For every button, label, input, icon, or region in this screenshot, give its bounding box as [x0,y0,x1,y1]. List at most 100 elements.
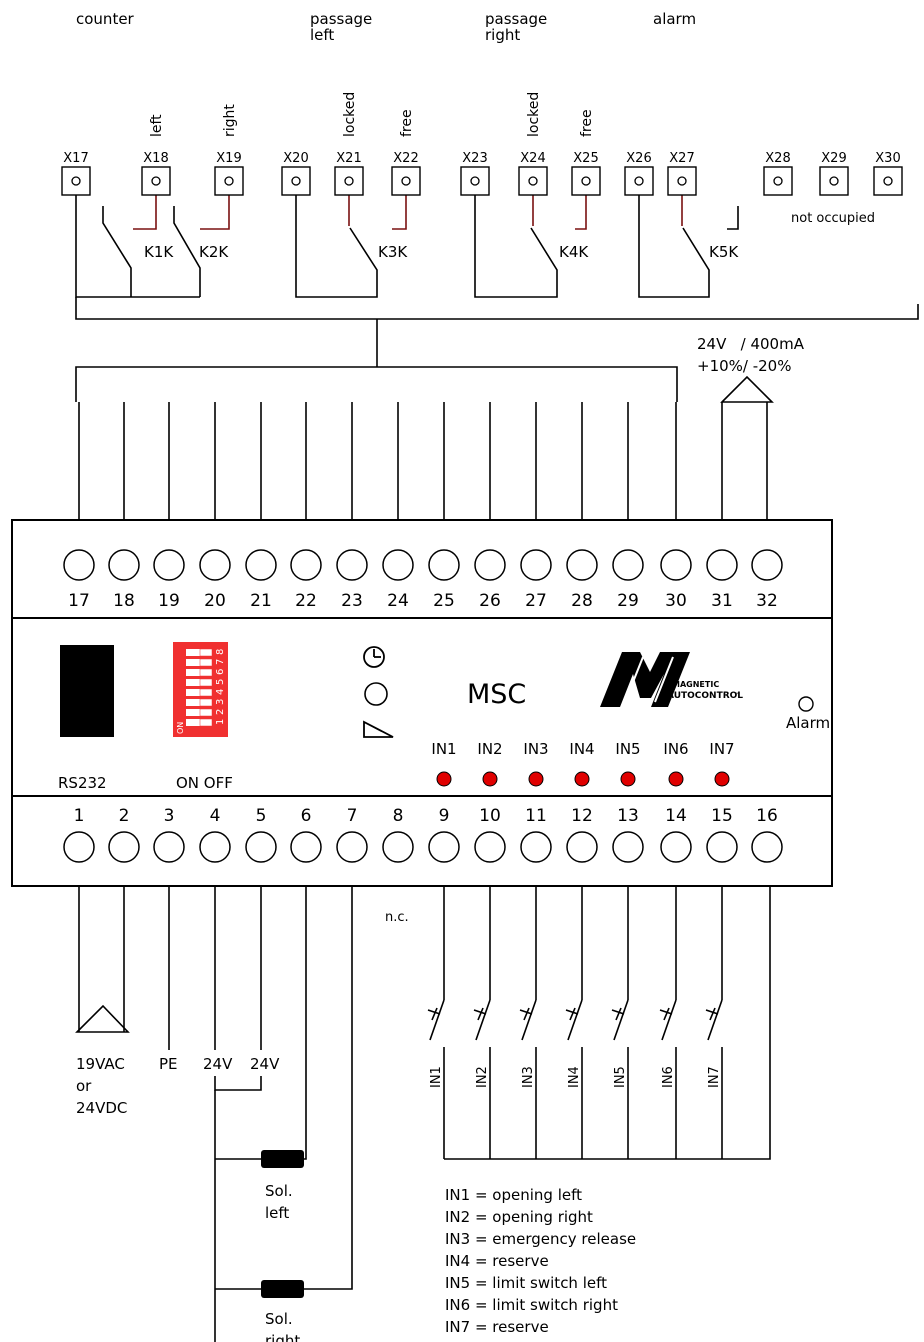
terminal-12 [566,831,598,863]
terminal-27-number: 27 [525,591,547,611]
wire-k4k [474,195,558,298]
terminal-screw [224,176,234,186]
terminal-x21-id: X21 [336,151,361,166]
solenoid-left [261,1150,304,1168]
switch-actuator-4 [565,1007,579,1021]
group-alarm: alarm [653,10,696,28]
terminal-x30 [873,166,903,196]
switch-actuator-2 [473,1007,487,1021]
wiring-lines [75,195,919,1342]
timer-icon [363,646,385,668]
dip-number-7: 7 [215,659,226,665]
dip-number-5: 5 [215,679,226,685]
legend-item-2: IN2 = opening right [445,1208,593,1226]
input-led-label-5: IN5 [615,740,640,758]
terminal-17 [63,549,95,581]
relay-k2k: K2K [199,243,229,261]
terminal-14 [660,831,692,863]
terminal-screw [470,176,480,186]
wire-k2k-contact [173,206,201,297]
terminal-x26 [624,166,654,196]
wire-top-bus [75,297,919,320]
terminal-24-number: 24 [387,591,409,611]
input-led-1 [436,771,452,787]
terminal-screw [883,176,893,186]
logo-tm: ™ [734,692,740,699]
terminal-10-number: 10 [479,806,501,826]
terminal-11 [520,831,552,863]
dip-slot-3 [199,698,213,707]
sol-left-1: Sol. [265,1182,293,1200]
wire-sol-right-b [304,886,353,1290]
dip-slot-4 [199,688,213,697]
terminal-7-number: 7 [347,806,358,826]
terminal-x24-id: X24 [520,151,545,166]
pe-label: PE [159,1055,178,1073]
terminal-screw [291,176,301,186]
terminal-x24-function: locked [526,92,542,137]
terminal-x29 [819,166,849,196]
input-led-5 [620,771,636,787]
wire-input-common [444,886,771,1160]
legend-item-7: IN7 = reserve [445,1318,549,1336]
terminal-x28 [763,166,793,196]
terminal-5-number: 5 [256,806,267,826]
terminal-8 [382,831,414,863]
dip-number-3: 3 [215,699,226,705]
sol-right-1: Sol. [265,1310,293,1328]
timer-ramp-icon [363,720,394,738]
terminal-x20-id: X20 [283,151,308,166]
input-led-label-2: IN2 [477,740,502,758]
terminal-x21-function: locked [342,92,358,137]
input-led-label-7: IN7 [709,740,734,758]
dip-slider-5 [186,679,200,686]
terminal-x21 [334,166,364,196]
model-label: MSC [467,679,526,710]
terminal-18-number: 18 [113,591,135,611]
supply-top-line1: 24V / 400mA [697,335,805,353]
terminal-screw [401,176,411,186]
terminal-27 [520,549,552,581]
dip-slider-1 [186,719,200,726]
legend-item-4: IN4 = reserve [445,1252,549,1270]
relay-contact-lines [133,195,683,230]
input-led-2 [482,771,498,787]
alarm-label: Alarm [786,714,830,732]
switch-contact-4 [567,999,583,1041]
terminal-28 [566,549,598,581]
terminal-29 [612,549,644,581]
switch-label-3: IN3 [521,1066,536,1088]
device-housing [11,519,833,887]
dip-on-label: ON [176,722,185,734]
terminal-3 [153,831,185,863]
rs232-label: RS232 [58,774,107,792]
v24-label-a: 24V [203,1055,233,1073]
terminal-x22-id: X22 [393,151,418,166]
solenoid-right [261,1280,304,1298]
terminal-31 [706,549,738,581]
terminal-x19 [214,166,244,196]
terminal-7 [336,831,368,863]
switch-actuator-5 [611,1007,625,1021]
supply-top-line2: +10%/ -20% [697,357,791,375]
terminal-screw [71,176,81,186]
terminal-4-number: 4 [210,806,221,826]
input-led-6 [668,771,684,787]
switch-contact-1 [429,999,445,1041]
terminal-x22 [391,166,421,196]
logo-text-2: AUTOCONTROL [667,691,743,701]
wire-counter-common [75,195,200,298]
timer-potentiometer [364,682,388,706]
terminal-22-number: 22 [295,591,317,611]
switch-label-2: IN2 [475,1066,490,1088]
terminal-12-number: 12 [571,806,593,826]
wire-sol-left-b [304,886,307,1160]
dip-slider-4 [186,689,200,696]
terminal-2-number: 2 [119,806,130,826]
switch-actuator-6 [659,1007,673,1021]
dip-number-8: 8 [215,649,226,655]
